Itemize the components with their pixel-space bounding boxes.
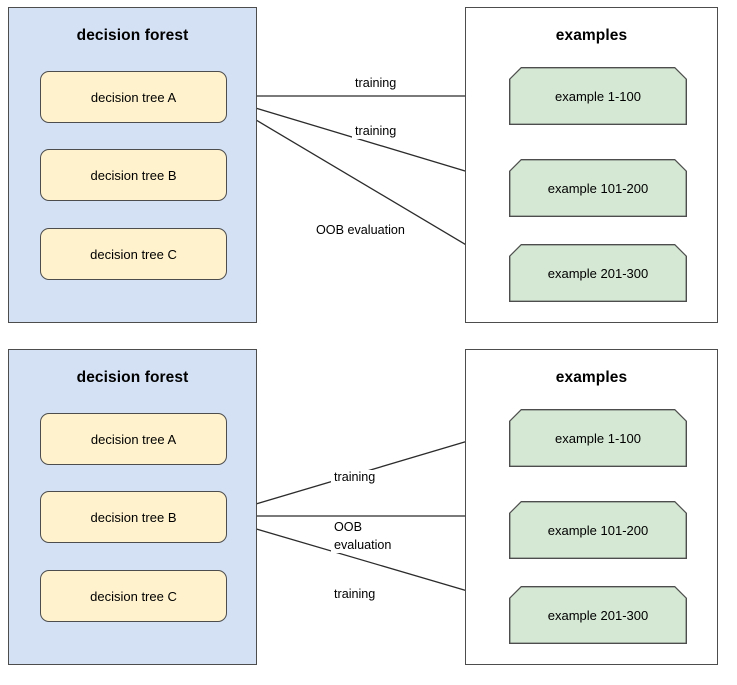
examples-container: examples example 1-100 example 101-200 e… (465, 7, 718, 323)
example-1-100-label: example 1-100 (555, 430, 641, 446)
decision-tree-c-label: decision tree C (90, 588, 177, 604)
example-201-300-node[interactable]: example 201-300 (509, 244, 687, 302)
edge-label-training-2: training (352, 124, 400, 139)
example-101-200-node[interactable]: example 101-200 (509, 159, 687, 217)
decision-tree-a-node[interactable]: decision tree A (40, 413, 227, 465)
example-101-200-label: example 101-200 (547, 180, 649, 196)
examples-container: examples example 1-100 example 101-200 e… (465, 349, 718, 665)
decision-tree-b-label: decision tree B (90, 509, 177, 525)
diagram-panel-top: decision forest decision tree A decision… (8, 7, 718, 323)
decision-tree-c-node[interactable]: decision tree C (40, 228, 227, 280)
examples-title: examples (555, 27, 628, 44)
decision-tree-b-node[interactable]: decision tree B (40, 149, 227, 201)
edge-label-training-2: training (331, 587, 379, 602)
diagram-panel-bottom: decision forest decision tree A decision… (0, 342, 737, 685)
edge-tree-a-to-example-101-200 (218, 96, 506, 184)
example-201-300-node[interactable]: example 201-300 (509, 586, 687, 644)
example-1-100-node[interactable]: example 1-100 (509, 409, 687, 467)
forest-title: decision forest (76, 369, 189, 386)
edge-label-training-1: training (331, 470, 379, 485)
example-201-300-label: example 201-300 (547, 607, 649, 623)
example-1-100-node[interactable]: example 1-100 (509, 67, 687, 125)
edge-label-oob-evaluation: OOB evaluation (313, 223, 408, 238)
edge-label-evaluation: evaluation (331, 538, 395, 553)
examples-title: examples (555, 369, 628, 386)
decision-forest-container: decision forest decision tree A decision… (8, 7, 257, 323)
example-1-100-label: example 1-100 (555, 88, 641, 104)
decision-tree-a-label: decision tree A (90, 89, 177, 105)
decision-tree-a-node[interactable]: decision tree A (40, 71, 227, 123)
forest-title: decision forest (76, 27, 189, 44)
edge-label-oob: OOB (331, 520, 365, 535)
example-101-200-label: example 101-200 (547, 522, 649, 538)
decision-tree-a-label: decision tree A (90, 431, 177, 447)
decision-tree-b-node[interactable]: decision tree B (40, 491, 227, 543)
decision-tree-c-label: decision tree C (90, 246, 177, 262)
example-201-300-label: example 201-300 (547, 265, 649, 281)
edge-label-training-1: training (352, 76, 400, 91)
example-101-200-node[interactable]: example 101-200 (509, 501, 687, 559)
decision-tree-c-node[interactable]: decision tree C (40, 570, 227, 622)
decision-forest-container: decision forest decision tree A decision… (8, 349, 257, 665)
decision-tree-b-label: decision tree B (90, 167, 177, 183)
